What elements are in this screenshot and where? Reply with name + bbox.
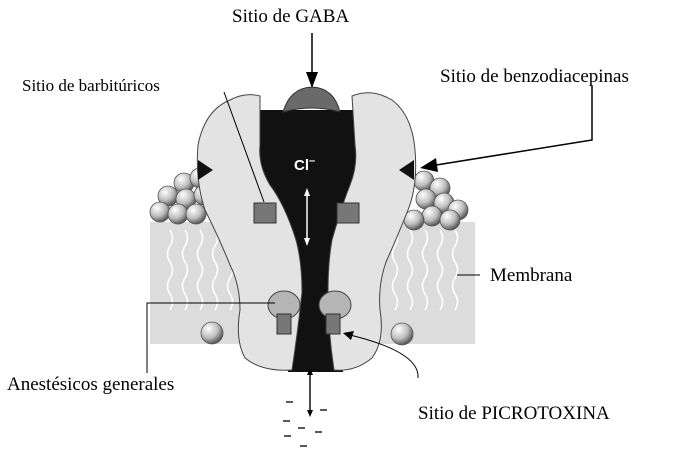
chloride-ion-label: Cl–	[294, 155, 316, 174]
callout-benzodiazepine-arrow	[420, 86, 593, 172]
callout-anesthetic-line	[146, 302, 275, 373]
gaba-binding-site	[282, 86, 341, 113]
benzodiazepine-site-label: Sitio de benzodiacepinas	[440, 66, 629, 87]
membrane-label: Membrana	[490, 265, 573, 286]
barbiturate-site-left	[253, 202, 277, 224]
benzodiazepine-notch-right	[399, 160, 414, 180]
callout-picrotoxin-arrow	[343, 331, 419, 379]
barbiturate-site-label: Sitio de barbitúricos	[22, 76, 160, 95]
picrotoxin-site-left	[276, 313, 292, 335]
gaba-site-label: Sitio de GABA	[232, 6, 350, 27]
general-anesthetics-label: Anestésicos generales	[7, 374, 175, 395]
callout-barbiturate-line	[223, 91, 265, 203]
picrotoxin-site-right	[325, 313, 341, 335]
barbiturate-site-right	[336, 202, 360, 224]
picrotoxin-site-label: Sitio de PICROTOXINA	[418, 403, 610, 424]
negative-charges	[283, 401, 327, 447]
ion-exit-arrow	[307, 368, 313, 417]
lipid-head-lower-left	[200, 321, 224, 345]
ion-flow-arrow	[304, 188, 310, 246]
callout-gaba-arrow	[306, 33, 318, 88]
lipid-heads-right	[403, 170, 469, 231]
lipid-head-lower-right	[390, 322, 414, 346]
benzodiazepine-notch-left	[198, 160, 213, 180]
